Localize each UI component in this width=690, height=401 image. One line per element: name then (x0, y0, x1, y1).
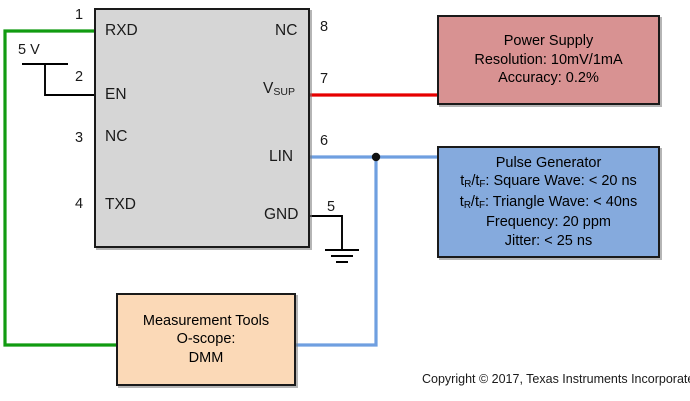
pin-number-6: 6 (320, 133, 329, 149)
power-supply-block: Power Supply Resolution: 10mV/1mA Accura… (437, 15, 660, 105)
pin-label-txd: TXD (105, 196, 136, 213)
measurement-tools-block: Measurement Tools O-scope: DMM (116, 293, 296, 386)
pin-label-gnd: GND (264, 206, 299, 223)
junction-dot-lin (371, 152, 381, 162)
pin-number-5: 5 (327, 199, 336, 215)
pin-label-vsup: VSUP (263, 80, 295, 98)
pin-number-1: 1 (75, 7, 84, 23)
pulse-generator-square-wave: tR/tF: Square Wave: < 20 ns (460, 172, 637, 193)
power-supply-resolution: Resolution: 10mV/1mA (474, 51, 623, 68)
pin-label-vsup-sub: SUP (273, 86, 295, 99)
pin-label-vsup-main: V (263, 80, 274, 97)
square-wave-sub-f: F (479, 179, 486, 191)
wire-black-gnd-to-ground (310, 215, 343, 250)
pin-label-nc-left: NC (105, 128, 128, 145)
copyright-notice: Copyright © 2017, Texas Instruments Inco… (422, 372, 690, 386)
triangle-wave-sub-r: R (463, 199, 471, 211)
pin-label-nc-right: NC (275, 22, 298, 39)
triangle-wave-text: : Triangle Wave: < 40ns (485, 193, 638, 210)
measurement-tools-dmm: DMM (188, 349, 224, 366)
pin-number-4: 4 (75, 196, 84, 212)
pin-number-7: 7 (320, 71, 329, 87)
pin-label-rxd: RXD (105, 22, 138, 39)
pin-number-3: 3 (75, 130, 84, 146)
pin-number-2: 2 (75, 69, 84, 85)
measurement-tools-oscope: O-scope: (176, 331, 236, 348)
square-wave-text: : Square Wave: < 20 ns (485, 173, 637, 190)
pin-label-en: EN (105, 86, 127, 103)
measurement-tools-title: Measurement Tools (142, 312, 270, 329)
square-wave-slash: /t (471, 173, 480, 190)
pulse-generator-triangle-wave: tR/tF: Triangle Wave: < 40ns (460, 193, 637, 214)
pulse-generator-jitter: Jitter: < 25 ns (504, 232, 593, 249)
triangle-wave-sub-f: F (478, 199, 485, 211)
power-supply-accuracy: Accuracy: 0.2% (498, 70, 599, 87)
wire-black-5v-to-en (44, 64, 94, 96)
pulse-generator-frequency: Frequency: 20 ppm (486, 214, 611, 231)
square-wave-t1: t (460, 173, 465, 190)
power-supply-title: Power Supply (503, 33, 594, 50)
supply-voltage-label: 5 V (18, 42, 40, 58)
lin-transceiver-ic-body (94, 8, 310, 248)
pin-label-lin: LIN (269, 148, 294, 165)
wire-blue-branch-to-measurement (296, 157, 378, 347)
square-wave-sub-r: R (464, 179, 472, 191)
wire-green-rxd-to-measurement (3, 29, 116, 347)
triangle-wave-t1: t (459, 193, 464, 210)
pulse-generator-title: Pulse Generator (495, 154, 602, 171)
pin-number-8: 8 (320, 19, 329, 35)
pulse-generator-block: Pulse Generator tR/tF: Square Wave: < 20… (437, 146, 660, 258)
triangle-wave-slash: /t (470, 193, 479, 210)
